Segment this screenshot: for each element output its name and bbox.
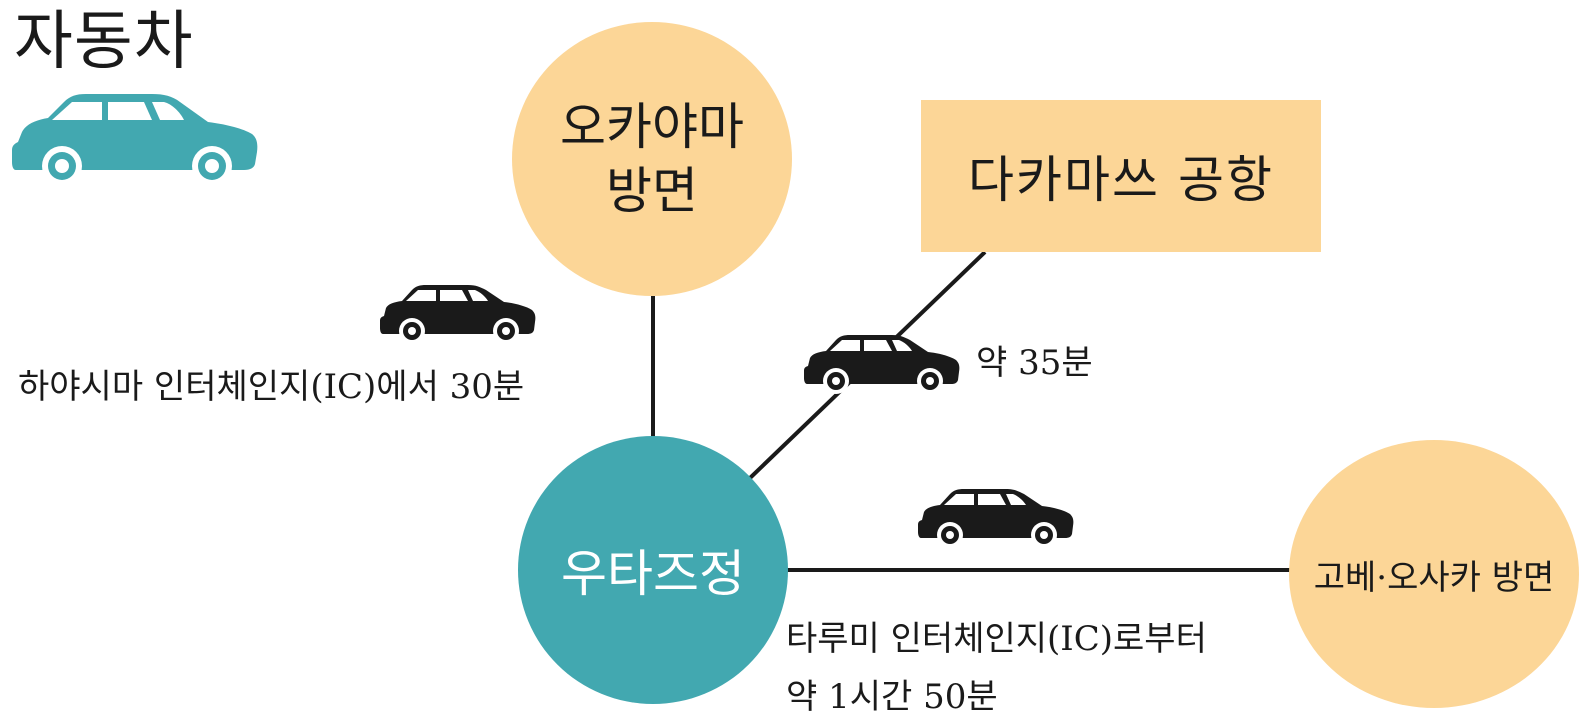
- utazu-node-label: 우타즈정: [561, 545, 745, 603]
- page-title: 자동차: [14, 5, 194, 79]
- okayama-route-label: 하야시마 인터체인지(IC)에서 30분: [18, 367, 525, 407]
- car-icon: [918, 489, 1074, 548]
- okayama-node-label-line2: 방면: [606, 162, 698, 220]
- car-icon: [380, 285, 536, 344]
- utazu-town-node: 우타즈정: [518, 436, 788, 704]
- okayama-direction-node: 오카야마 방면: [512, 22, 792, 296]
- car-icon: [12, 94, 258, 186]
- kobe-osaka-direction-node: 고베·오사카 방면: [1289, 440, 1579, 708]
- kobe-route-label-line1: 타루미 인터체인지(IC)로부터: [786, 619, 1207, 659]
- car-icon: [804, 335, 960, 394]
- kobe-route-label-line2: 약 1시간 50분: [786, 677, 998, 717]
- airport-node-label: 다카마쓰 공항: [968, 151, 1274, 209]
- okayama-node-label-line1: 오카야마: [560, 98, 744, 156]
- kobe-node-label: 고베·오사카 방면: [1313, 557, 1555, 598]
- takamatsu-airport-node: 다카마쓰 공항: [921, 100, 1321, 252]
- airport-route-label: 약 35분: [976, 343, 1093, 383]
